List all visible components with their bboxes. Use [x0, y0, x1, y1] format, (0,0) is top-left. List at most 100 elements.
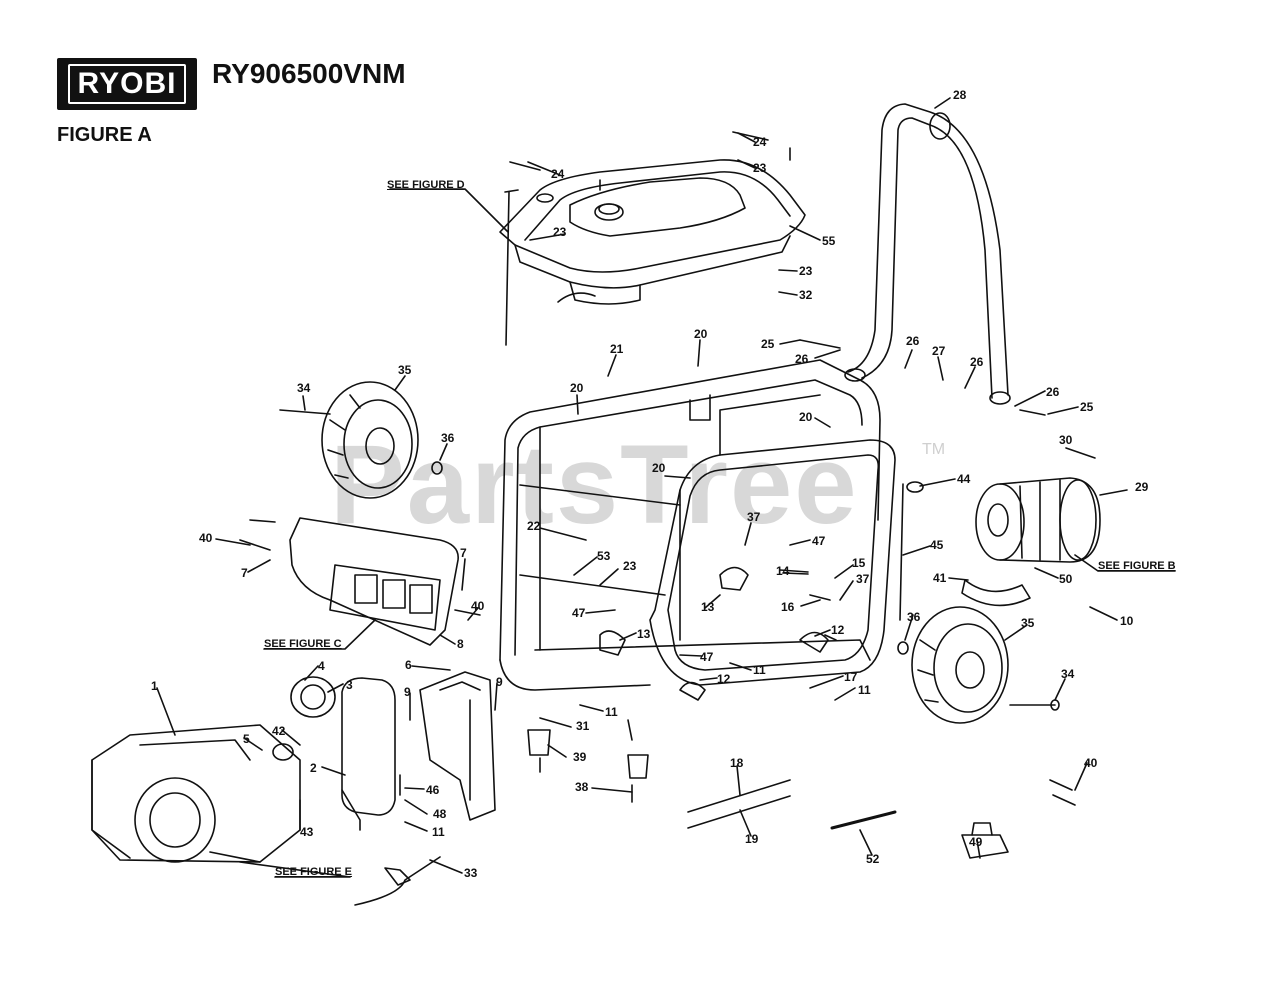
foot-39b — [627, 754, 649, 779]
callout-14[interactable]: 14 — [776, 564, 790, 578]
ryobi-logo: RYOBI — [57, 58, 197, 110]
callout-20[interactable]: 20 — [570, 381, 584, 395]
callout-46[interactable]: 46 — [426, 783, 440, 797]
callout-45[interactable]: 45 — [930, 538, 944, 552]
callout-36[interactable]: 36 — [441, 431, 455, 445]
callout-11[interactable]: 11 — [858, 683, 871, 697]
callout-26[interactable]: 26 — [795, 352, 809, 366]
callout-42[interactable]: 42 — [272, 724, 286, 738]
wire-19 — [687, 795, 791, 829]
terminal-49 — [961, 834, 1009, 859]
callout-7[interactable]: 7 — [241, 566, 248, 580]
callout-11[interactable]: 11 — [753, 663, 766, 677]
callout-20[interactable]: 20 — [799, 410, 813, 424]
callout-23[interactable]: 23 — [553, 225, 567, 239]
callout-32[interactable]: 32 — [799, 288, 813, 302]
callout-27[interactable]: 27 — [932, 344, 946, 358]
callout-38[interactable]: 38 — [575, 780, 589, 794]
callout-9[interactable]: 9 — [496, 675, 503, 689]
callout-40[interactable]: 40 — [1084, 756, 1098, 770]
callout-19[interactable]: 19 — [745, 832, 759, 846]
gasket — [272, 743, 294, 761]
callout-23[interactable]: 23 — [623, 559, 637, 573]
callout-53[interactable]: 53 — [597, 549, 611, 563]
callout-24[interactable]: 24 — [551, 167, 565, 181]
callout-24[interactable]: 24 — [753, 135, 767, 149]
callout-18[interactable]: 18 — [730, 756, 744, 770]
callout-23[interactable]: 23 — [753, 161, 767, 175]
watermark-tm: TM — [922, 441, 946, 458]
callout-12[interactable]: 12 — [717, 672, 731, 686]
callout-4[interactable]: 4 — [318, 659, 325, 673]
see-figure-b[interactable]: SEE FIGURE B — [1098, 560, 1176, 572]
callout-11[interactable]: 11 — [432, 825, 445, 839]
callout-23[interactable]: 23 — [799, 264, 813, 278]
callout-13[interactable]: 13 — [701, 600, 715, 614]
wire-18 — [687, 779, 791, 813]
callout-41[interactable]: 41 — [933, 571, 947, 585]
callout-31[interactable]: 31 — [576, 719, 590, 733]
callout-5[interactable]: 5 — [243, 732, 250, 746]
callout-20[interactable]: 20 — [652, 461, 666, 475]
callout-50[interactable]: 50 — [1059, 572, 1073, 586]
callout-47[interactable]: 47 — [572, 606, 586, 620]
callout-40[interactable]: 40 — [199, 531, 213, 545]
callout-44[interactable]: 44 — [957, 472, 971, 486]
callout-26[interactable]: 26 — [1046, 385, 1060, 399]
callout-47[interactable]: 47 — [812, 534, 826, 548]
wheel-top — [279, 381, 443, 499]
fuel-tank — [499, 159, 806, 346]
callout-49[interactable]: 49 — [969, 835, 983, 849]
callout-15[interactable]: 15 — [852, 556, 866, 570]
callout-43[interactable]: 43 — [300, 825, 314, 839]
harness-33 — [354, 856, 441, 906]
callout-17[interactable]: 17 — [844, 670, 858, 684]
callout-34[interactable]: 34 — [297, 381, 311, 395]
callout-26[interactable]: 26 — [906, 334, 920, 348]
callout-33[interactable]: 33 — [464, 866, 478, 880]
exhaust-flange — [290, 676, 336, 718]
callout-25[interactable]: 25 — [761, 337, 775, 351]
callout-30[interactable]: 30 — [1059, 433, 1073, 447]
callout-11[interactable]: 11 — [605, 705, 618, 719]
callout-6[interactable]: 6 — [405, 658, 412, 672]
heat-shield — [419, 671, 496, 821]
see-figure-c[interactable]: SEE FIGURE C — [264, 638, 342, 650]
callout-29[interactable]: 29 — [1135, 480, 1149, 494]
callout-22[interactable]: 22 — [527, 519, 541, 533]
callout-40[interactable]: 40 — [471, 599, 485, 613]
callout-3[interactable]: 3 — [346, 678, 353, 692]
callout-8[interactable]: 8 — [457, 637, 464, 651]
callout-28[interactable]: 28 — [953, 88, 967, 102]
callout-35[interactable]: 35 — [398, 363, 412, 377]
callout-34[interactable]: 34 — [1061, 667, 1075, 681]
callout-2[interactable]: 2 — [310, 761, 317, 775]
callout-13[interactable]: 13 — [637, 627, 651, 641]
callout-12[interactable]: 12 — [831, 623, 845, 637]
callout-7[interactable]: 7 — [460, 546, 467, 560]
see-figure-d[interactable]: SEE FIGURE D — [387, 179, 465, 191]
logo-text: RYOBI — [67, 64, 187, 104]
callout-9[interactable]: 9 — [404, 685, 411, 699]
callout-37[interactable]: 37 — [856, 572, 870, 586]
callout-21[interactable]: 21 — [610, 342, 624, 356]
callout-52[interactable]: 52 — [866, 852, 880, 866]
engine — [91, 724, 301, 863]
callout-39[interactable]: 39 — [573, 750, 587, 764]
callout-47[interactable]: 47 — [700, 650, 714, 664]
callout-48[interactable]: 48 — [433, 807, 447, 821]
figure-label: FIGURE A — [57, 124, 152, 146]
callout-16[interactable]: 16 — [781, 600, 795, 614]
model-number: RY906500VNM — [212, 58, 406, 89]
callout-1[interactable]: 1 — [151, 679, 158, 693]
callout-10[interactable]: 10 — [1120, 614, 1134, 628]
callout-26[interactable]: 26 — [970, 355, 984, 369]
control-panel — [289, 517, 459, 646]
callout-20[interactable]: 20 — [694, 327, 708, 341]
callout-55[interactable]: 55 — [822, 234, 836, 248]
see-figure-e[interactable]: SEE FIGURE E — [275, 866, 353, 878]
callout-25[interactable]: 25 — [1080, 400, 1094, 414]
callout-37[interactable]: 37 — [747, 510, 761, 524]
callout-35[interactable]: 35 — [1021, 616, 1035, 630]
callout-36[interactable]: 36 — [907, 610, 921, 624]
